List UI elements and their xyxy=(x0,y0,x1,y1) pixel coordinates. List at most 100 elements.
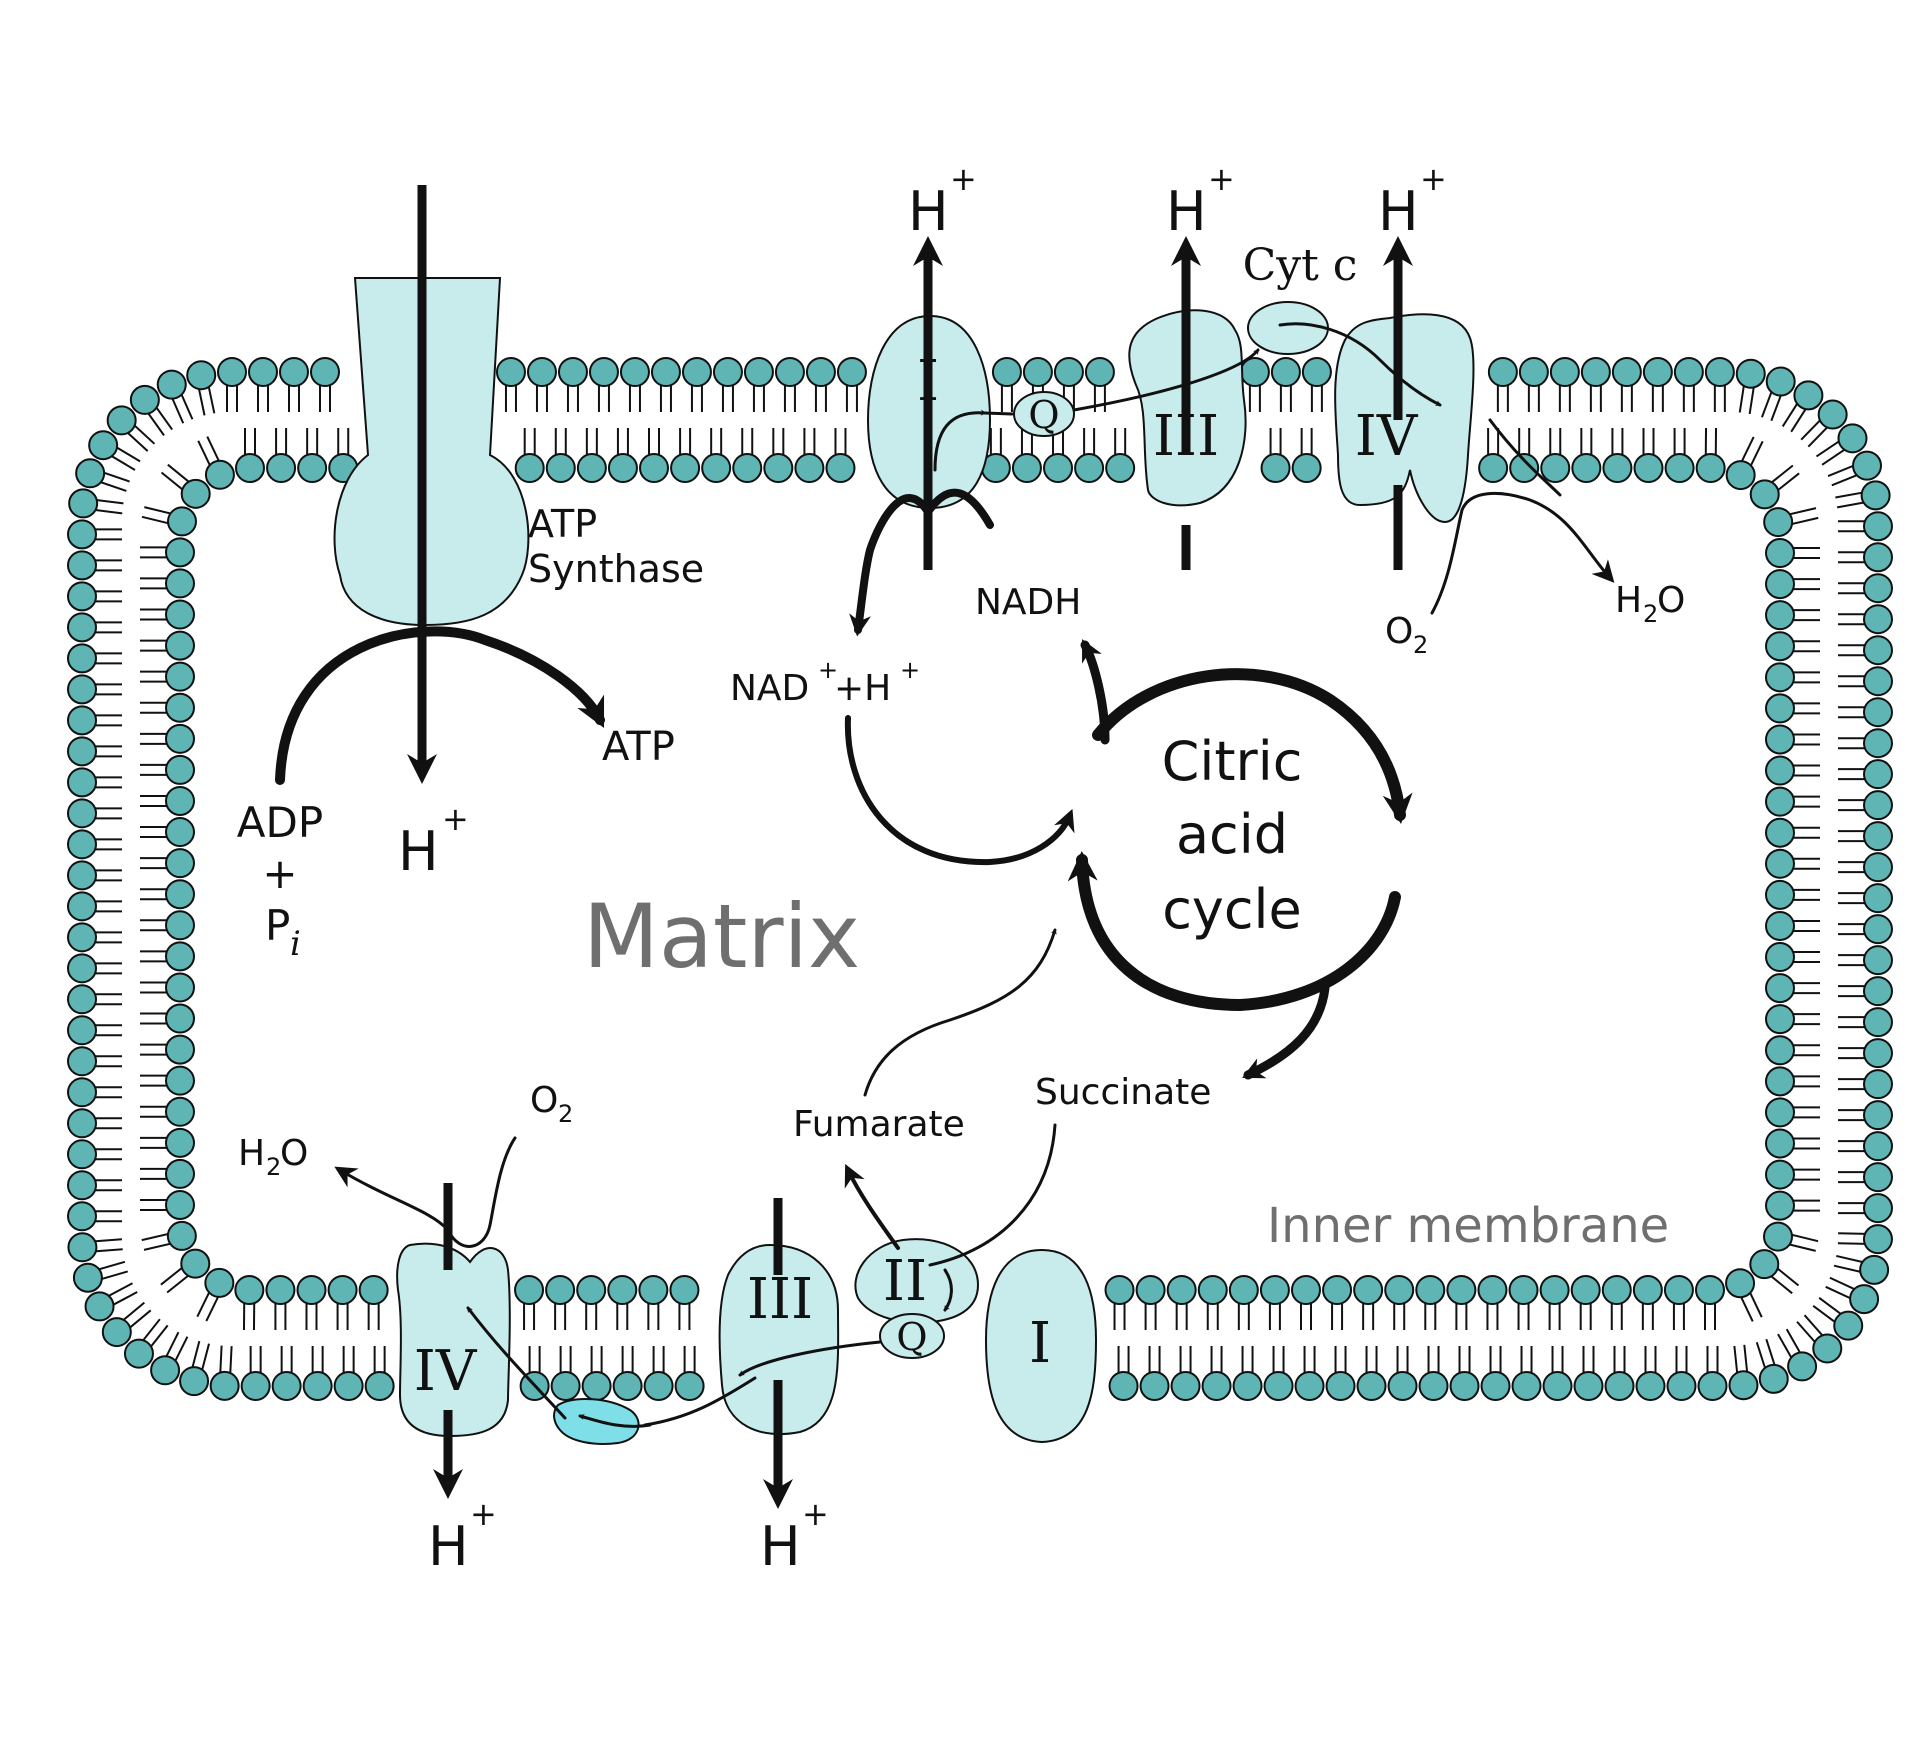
lipid-head xyxy=(1477,1275,1508,1305)
lipid-head xyxy=(581,1371,612,1401)
lipid-head xyxy=(67,550,97,581)
lipid-head xyxy=(1765,910,1795,941)
lipid-head xyxy=(1602,453,1633,483)
lipid-head xyxy=(166,1220,197,1251)
lipid-head xyxy=(1765,631,1795,662)
lipid-head xyxy=(1837,423,1868,454)
lipid-head xyxy=(1817,399,1848,430)
lipid-head xyxy=(67,643,97,674)
lipid-head xyxy=(1539,1275,1570,1305)
lipid-head xyxy=(1518,357,1549,387)
lipid-head xyxy=(1053,357,1084,387)
lipid-head xyxy=(1863,573,1893,604)
svg-text:H: H xyxy=(238,1133,265,1174)
proton-label-complex-iii-bottom: H + xyxy=(760,1495,829,1578)
lipid-head xyxy=(1322,1275,1353,1305)
fumarate-label: Fumarate xyxy=(793,1104,965,1145)
lipid-head xyxy=(67,1077,97,1108)
lipid-head xyxy=(1765,1097,1795,1128)
complex-iii-top-label: III xyxy=(1153,404,1219,469)
lipid-head xyxy=(67,1201,97,1232)
phosphate-label: P xyxy=(265,901,290,950)
lipid-head xyxy=(557,357,588,387)
lipid-head xyxy=(67,705,97,736)
lipid-head xyxy=(1765,817,1795,848)
lipid-head xyxy=(1580,357,1611,387)
lipid-head xyxy=(217,357,247,387)
proton-label-complex-iii-top: H + xyxy=(1166,160,1235,243)
svg-text:H: H xyxy=(1615,580,1642,621)
lipid-head xyxy=(1632,1275,1663,1305)
lipid-head xyxy=(1749,479,1780,510)
lipid-head xyxy=(1863,852,1893,883)
nad-plus-h-label: +H xyxy=(834,668,891,709)
lipid-head xyxy=(650,357,681,387)
complex-ii-label: II xyxy=(883,1249,927,1314)
lipid-head xyxy=(805,357,836,387)
complex-iv-top-shape xyxy=(1334,313,1475,524)
lipid-head xyxy=(1270,357,1301,387)
lipid-head xyxy=(1863,1193,1893,1224)
lipid-head xyxy=(825,453,856,483)
lipid-head xyxy=(67,1046,97,1077)
lipid-head xyxy=(165,1189,195,1220)
lipid-head xyxy=(266,453,297,483)
proton-label-complex-iv-top: H + xyxy=(1378,160,1447,243)
lipid-head xyxy=(67,798,97,829)
proton-label-complex-iv-bottom: H + xyxy=(428,1495,497,1578)
svg-text:O: O xyxy=(280,1133,308,1174)
lipid-head xyxy=(67,1139,97,1170)
lipid-head xyxy=(67,1015,97,1046)
lipid-head xyxy=(1290,1275,1321,1305)
lipid-head xyxy=(1765,1190,1795,1221)
lipid-head xyxy=(165,661,195,692)
lipid-head xyxy=(588,357,619,387)
lipid-head xyxy=(1197,1275,1228,1305)
lipid-head xyxy=(1508,1275,1539,1305)
lipid-head xyxy=(1863,728,1893,759)
lipid-head xyxy=(1863,1100,1893,1131)
lipid-head xyxy=(1863,945,1893,976)
svg-text:H: H xyxy=(1166,180,1207,243)
lipid-head xyxy=(165,1127,195,1158)
svg-text:+: + xyxy=(1208,160,1235,198)
lipid-head xyxy=(681,357,712,387)
lipid-head xyxy=(72,1262,103,1293)
lipid-head xyxy=(991,357,1022,387)
lipid-head xyxy=(1260,453,1291,483)
lipid-head xyxy=(1862,1224,1893,1255)
lipid-head xyxy=(1765,366,1796,397)
lipid-head xyxy=(1725,460,1756,491)
lipid-head xyxy=(1765,1004,1795,1035)
lipid-head xyxy=(1863,1162,1893,1193)
svg-text:O: O xyxy=(1657,580,1685,621)
lipid-head xyxy=(1863,914,1893,945)
lipid-head xyxy=(1765,1159,1795,1190)
lipid-head xyxy=(1765,569,1795,600)
lipid-head xyxy=(165,599,195,630)
lipid-head xyxy=(495,357,526,387)
lipid-head xyxy=(1084,357,1115,387)
cyt-c-top-shape xyxy=(1247,301,1329,355)
oxygen-top-label: O 2 xyxy=(1385,611,1428,659)
lipid-head xyxy=(1812,1333,1843,1364)
lipid-head xyxy=(247,357,278,387)
lipid-head xyxy=(265,1275,296,1305)
lipid-head xyxy=(514,1275,545,1305)
lipid-head xyxy=(1135,1275,1166,1305)
lipid-head xyxy=(1509,453,1540,483)
lipid-head xyxy=(186,360,217,391)
lipid-head xyxy=(550,1371,581,1401)
svg-text:2: 2 xyxy=(558,1100,573,1128)
water-top-label: H 2 O xyxy=(1615,580,1685,628)
labels: Matrix Inner membrane Citric acid cycle … xyxy=(237,160,1686,1578)
lipid-head xyxy=(674,1371,705,1401)
lipid-head xyxy=(166,506,197,537)
succinate-label: Succinate xyxy=(1035,1072,1211,1113)
lipid-head xyxy=(1725,1268,1756,1299)
lipid-head xyxy=(1263,1371,1294,1401)
lipid-head xyxy=(1570,1275,1601,1305)
svg-text:H: H xyxy=(760,1515,801,1578)
lipid-head xyxy=(165,537,195,568)
